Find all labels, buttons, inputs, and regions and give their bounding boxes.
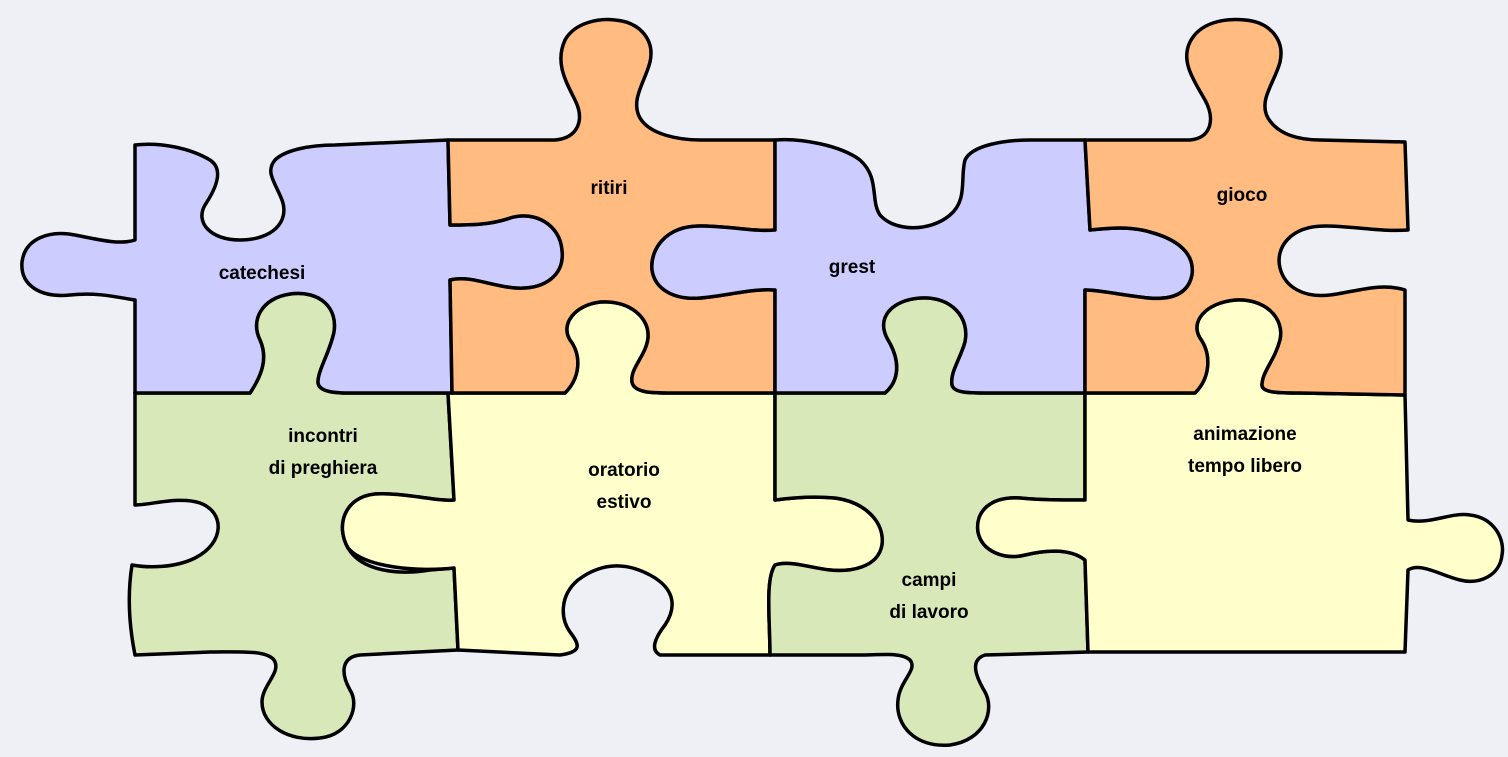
label-animazione-line-1: animazione (1193, 424, 1297, 445)
label-gioco-line-1: gioco (1216, 185, 1268, 206)
label-oratorio-line-1: oratorio (588, 460, 660, 481)
label-incontri-line-2: di preghiera (268, 458, 378, 479)
piece-grest (650, 137, 1195, 395)
label-animazione: animazione tempo libero (1188, 419, 1302, 483)
label-campi: campi di lavoro (889, 565, 968, 629)
label-animazione-line-2: tempo libero (1187, 456, 1303, 477)
label-campi-line-2: di lavoro (889, 602, 969, 623)
label-catechesi-line-1: catechesi (218, 263, 306, 284)
label-ritiri-line-1: ritiri (590, 178, 628, 199)
label-catechesi: catechesi (219, 258, 306, 290)
label-grest-line-1: grest (828, 257, 876, 278)
label-oratorio: oratorio estivo (588, 455, 660, 519)
label-oratorio-line-2: estivo (596, 492, 652, 513)
label-incontri-line-1: incontri (288, 426, 358, 447)
label-campi-line-1: campi (901, 570, 957, 591)
label-grest: grest (829, 252, 875, 284)
label-ritiri: ritiri (591, 173, 628, 205)
label-gioco: gioco (1217, 180, 1268, 212)
piece-gioco (1083, 17, 1410, 397)
label-incontri: incontri di preghiera (269, 421, 378, 485)
